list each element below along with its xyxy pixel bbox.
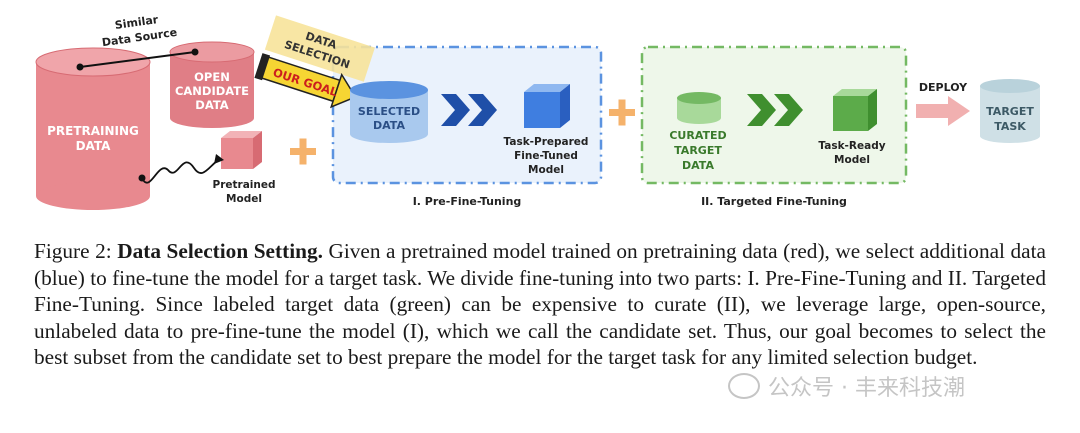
open-candidate-label: CANDIDATE (175, 84, 249, 98)
pretrained-model-label: Pretrained (213, 179, 276, 191)
stage2-label: II. Targeted Fine-Tuning (701, 195, 847, 208)
plus-icon (290, 138, 316, 165)
pretrained-model-label: Model (226, 193, 262, 205)
stage1-label: I. Pre-Fine-Tuning (413, 195, 522, 208)
target-task-label: TASK (994, 120, 1026, 133)
wechat-icon (728, 373, 760, 399)
pretraining-data-cylinder (35, 47, 151, 210)
our-goal-arrow (254, 53, 357, 109)
stage1-box (331, 45, 603, 185)
curated-label: CURATED (669, 129, 726, 142)
caption-body: Given a pretrained model trained on pret… (34, 239, 1046, 370)
selected-data-cylinder (350, 81, 428, 143)
data-selection-tag (264, 15, 375, 82)
chevron-right-icon (747, 94, 803, 126)
watermark-text: 公众号 · 丰来科技潮 (768, 376, 965, 401)
open-candidate-data-cylinder (169, 41, 255, 128)
open-candidate-label: OPEN (194, 70, 230, 84)
deploy-arrow (916, 96, 970, 126)
caption-title: Data Selection Setting. (117, 239, 323, 263)
curated-target-data-cylinder (677, 92, 721, 124)
task-ready-label: Task-Ready (818, 140, 885, 152)
pretraining-label: PRETRAINING (47, 124, 139, 138)
pretraining-label: DATA (76, 139, 112, 153)
open-candidate-label: DATA (195, 98, 229, 112)
selected-data-label: SELECTED (358, 105, 420, 118)
curated-label: TARGET (674, 144, 722, 157)
connector-dot (76, 63, 84, 71)
pretrained-model-cube (221, 131, 262, 169)
data-selection-diagram: PRETRAINING DATA OPEN CANDIDATE DATA Sim… (35, 13, 1040, 210)
task-prepared-label: Model (528, 164, 564, 176)
task-prepared-model-cube (524, 84, 570, 128)
connector-dot (138, 174, 146, 182)
task-ready-model-cube (833, 89, 877, 131)
target-task-cylinder (980, 79, 1040, 143)
task-prepared-label: Task-Prepared (504, 136, 589, 148)
squiggle-connector (141, 159, 219, 184)
connector-dot (191, 48, 199, 56)
task-ready-label: Model (834, 154, 870, 166)
watermark: 公众号 · 丰来科技潮 (728, 366, 1058, 406)
target-task-label: TARGET (986, 105, 1034, 118)
figure-caption: Figure 2: Data Selection Setting. Given … (34, 238, 1046, 371)
similar-connector-line (79, 51, 196, 68)
similar-label: Similar (114, 13, 159, 32)
chevron-right-icon (441, 94, 497, 126)
plus-icon (609, 99, 635, 126)
similar-label: Data Source (101, 26, 178, 49)
selected-data-label: DATA (373, 119, 405, 132)
stage2-box (640, 45, 908, 185)
task-prepared-label: Fine-Tuned (514, 150, 578, 162)
caption-prefix: Figure 2: (34, 239, 118, 263)
deploy-label: DEPLOY (919, 81, 968, 94)
curated-label: DATA (682, 159, 714, 172)
arrow-head (214, 154, 224, 164)
